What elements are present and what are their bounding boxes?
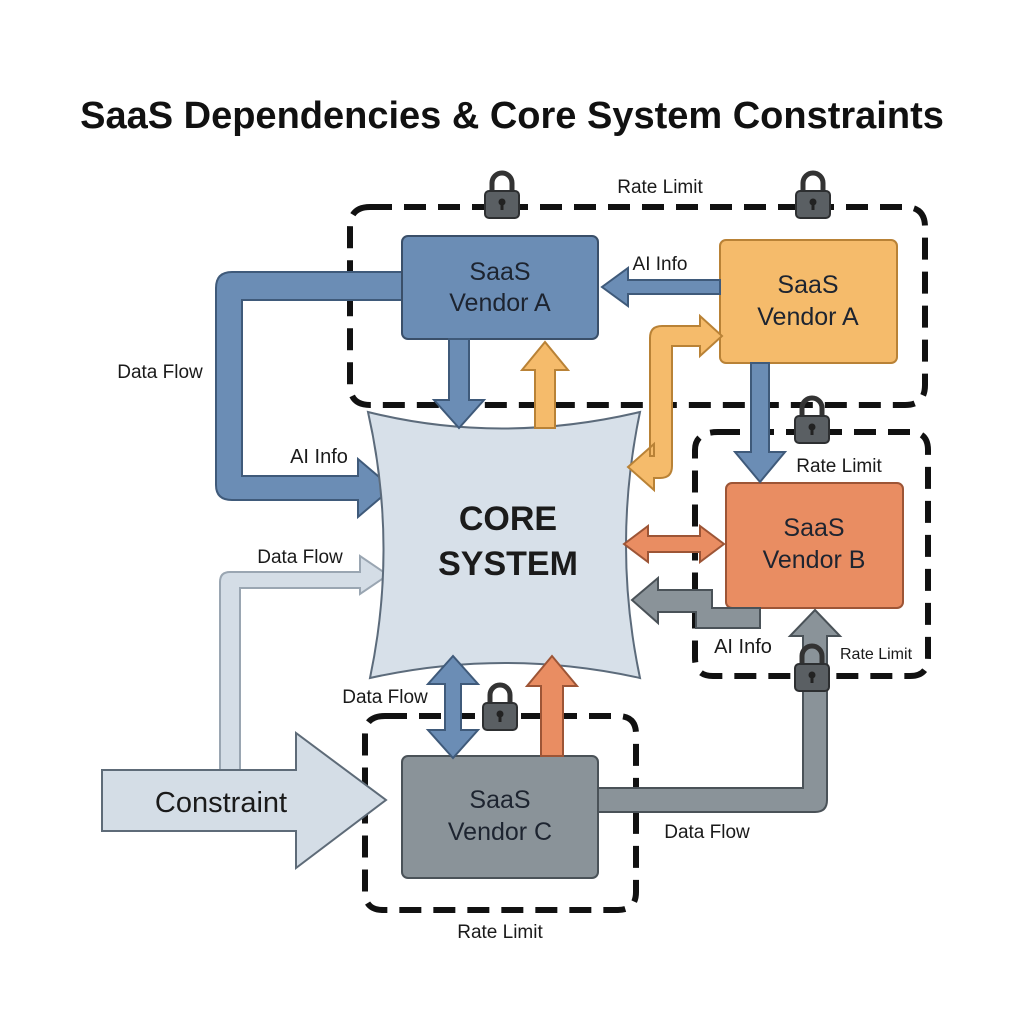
rate-limit-label-vendor-b: Rate Limit (840, 646, 913, 663)
lock-icon (796, 173, 830, 218)
lock-icon (483, 685, 517, 730)
vendor-b-label-line1: SaaS (783, 514, 844, 542)
saas-vendor-a-orange-box[interactable] (719, 239, 898, 364)
data-flow-label-mid-left: Data Flow (257, 547, 343, 568)
ai-info-arrow-top (600, 266, 721, 308)
saas-vendor-b-box[interactable] (725, 482, 904, 609)
core-vendor-c-link (425, 654, 481, 760)
core-vendor-b-link (622, 524, 726, 564)
vendor-c-label-line2: Vendor C (448, 818, 552, 846)
ai-info-label-left: AI Info (290, 446, 348, 468)
vendor-c-label-line1: SaaS (469, 786, 530, 814)
saas-vendor-c-box[interactable] (401, 755, 599, 879)
rate-limit-label-right: Rate Limit (796, 456, 882, 477)
vendor-a-to-vendor-b-arrow (732, 362, 788, 484)
ai-info-label-top: AI Info (633, 254, 688, 275)
vendor-a-orange-label-line1: SaaS (777, 271, 838, 299)
vendor-b-to-core-ai-arrow (630, 575, 761, 629)
data-flow-label-left: Data Flow (117, 362, 203, 383)
vendor-a-orange-label-line2: Vendor A (757, 303, 859, 331)
constraint-arrow[interactable] (101, 731, 388, 871)
vendor-a-blue-label-line1: SaaS (469, 258, 530, 286)
rate-limit-boundary-vendor-c (362, 713, 639, 913)
vendor-b-label-line2: Vendor B (763, 546, 866, 574)
vendor-a-blue-label-line2: Vendor A (449, 289, 551, 317)
rate-limit-label-bottom: Rate Limit (457, 922, 543, 943)
lock-icon (485, 173, 519, 218)
data-flow-arrow-pale-loop (219, 554, 390, 771)
constraint-label: Constraint (155, 787, 287, 819)
vendor-a-to-core-arrow (431, 338, 487, 430)
data-flow-label-right-bottom: Data Flow (664, 822, 750, 843)
rate-limit-boundary-top (347, 204, 928, 408)
rate-limit-label-top: Rate Limit (617, 177, 703, 198)
diagram-title: SaaS Dependencies & Core System Constrai… (80, 95, 944, 137)
vendor-c-to-vendor-b-arrow (597, 608, 843, 813)
vendor-c-to-core-arrow (524, 654, 580, 757)
rate-limit-boundary-vendor-b (692, 429, 931, 679)
core-vendor-a-orange-link (626, 313, 724, 493)
core-system-label-line2: SYSTEM (438, 545, 578, 583)
core-to-vendor-a-arrow (519, 340, 571, 429)
saas-vendor-a-blue-box[interactable] (401, 235, 599, 340)
ai-info-label-right: AI Info (714, 636, 772, 658)
core-system-label-line1: CORE (459, 500, 557, 538)
data-flow-arrow-left-loop (215, 271, 406, 520)
data-flow-label-bottom: Data Flow (342, 687, 428, 708)
